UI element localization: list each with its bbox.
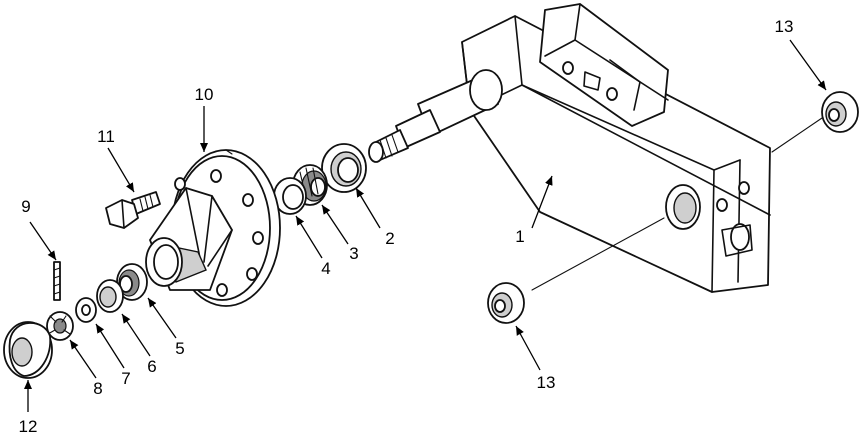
callout-8: 8 xyxy=(93,379,102,398)
callout-9: 9 xyxy=(21,197,30,216)
callout-3: 3 xyxy=(349,244,358,263)
bushing-part-13-upper xyxy=(821,91,859,133)
bushing-guide-line-lower xyxy=(531,217,665,291)
leader-6 xyxy=(121,313,151,357)
callout-1: 1 xyxy=(515,227,524,246)
callout-4: 4 xyxy=(321,259,330,278)
callout-13-upper: 13 xyxy=(775,17,794,36)
leader-9 xyxy=(29,221,57,261)
cotter-pin-part-9 xyxy=(53,261,61,301)
bearing-cup-part-4 xyxy=(273,177,307,215)
bearing-part-6 xyxy=(96,279,124,313)
callout-10: 10 xyxy=(195,85,214,104)
leader-8 xyxy=(69,339,97,379)
callout-12: 12 xyxy=(19,417,38,436)
leader-13-upper xyxy=(789,39,827,91)
dust-cap-part-12 xyxy=(3,321,53,379)
callout-5: 5 xyxy=(175,339,184,358)
callout-2: 2 xyxy=(385,229,394,248)
leader-lines xyxy=(24,39,827,412)
leader-5 xyxy=(147,297,177,339)
leader-4 xyxy=(295,215,323,259)
callout-13-lower: 13 xyxy=(537,373,556,392)
callout-7: 7 xyxy=(121,369,130,388)
callout-labels: 1 2 3 4 5 6 7 8 9 10 11 12 13 13 xyxy=(19,17,794,436)
leader-1 xyxy=(531,175,553,229)
bolt-part-11 xyxy=(105,191,161,229)
callout-11: 11 xyxy=(97,127,115,146)
castle-nut-part-8 xyxy=(46,311,74,341)
leader-11 xyxy=(107,147,135,193)
bushing-part-13-lower xyxy=(487,282,525,324)
leader-13-lower xyxy=(515,325,541,371)
wheel-hub-part-10 xyxy=(145,149,281,307)
washer-part-7 xyxy=(75,297,97,323)
callout-6: 6 xyxy=(147,357,156,376)
leader-2 xyxy=(355,187,381,229)
leader-7 xyxy=(95,323,125,369)
spindle-arm-part-1 xyxy=(368,3,771,293)
leader-3 xyxy=(321,204,349,245)
bushing-guide-line-upper xyxy=(771,117,823,153)
bearing-cup-part-2 xyxy=(321,143,367,193)
